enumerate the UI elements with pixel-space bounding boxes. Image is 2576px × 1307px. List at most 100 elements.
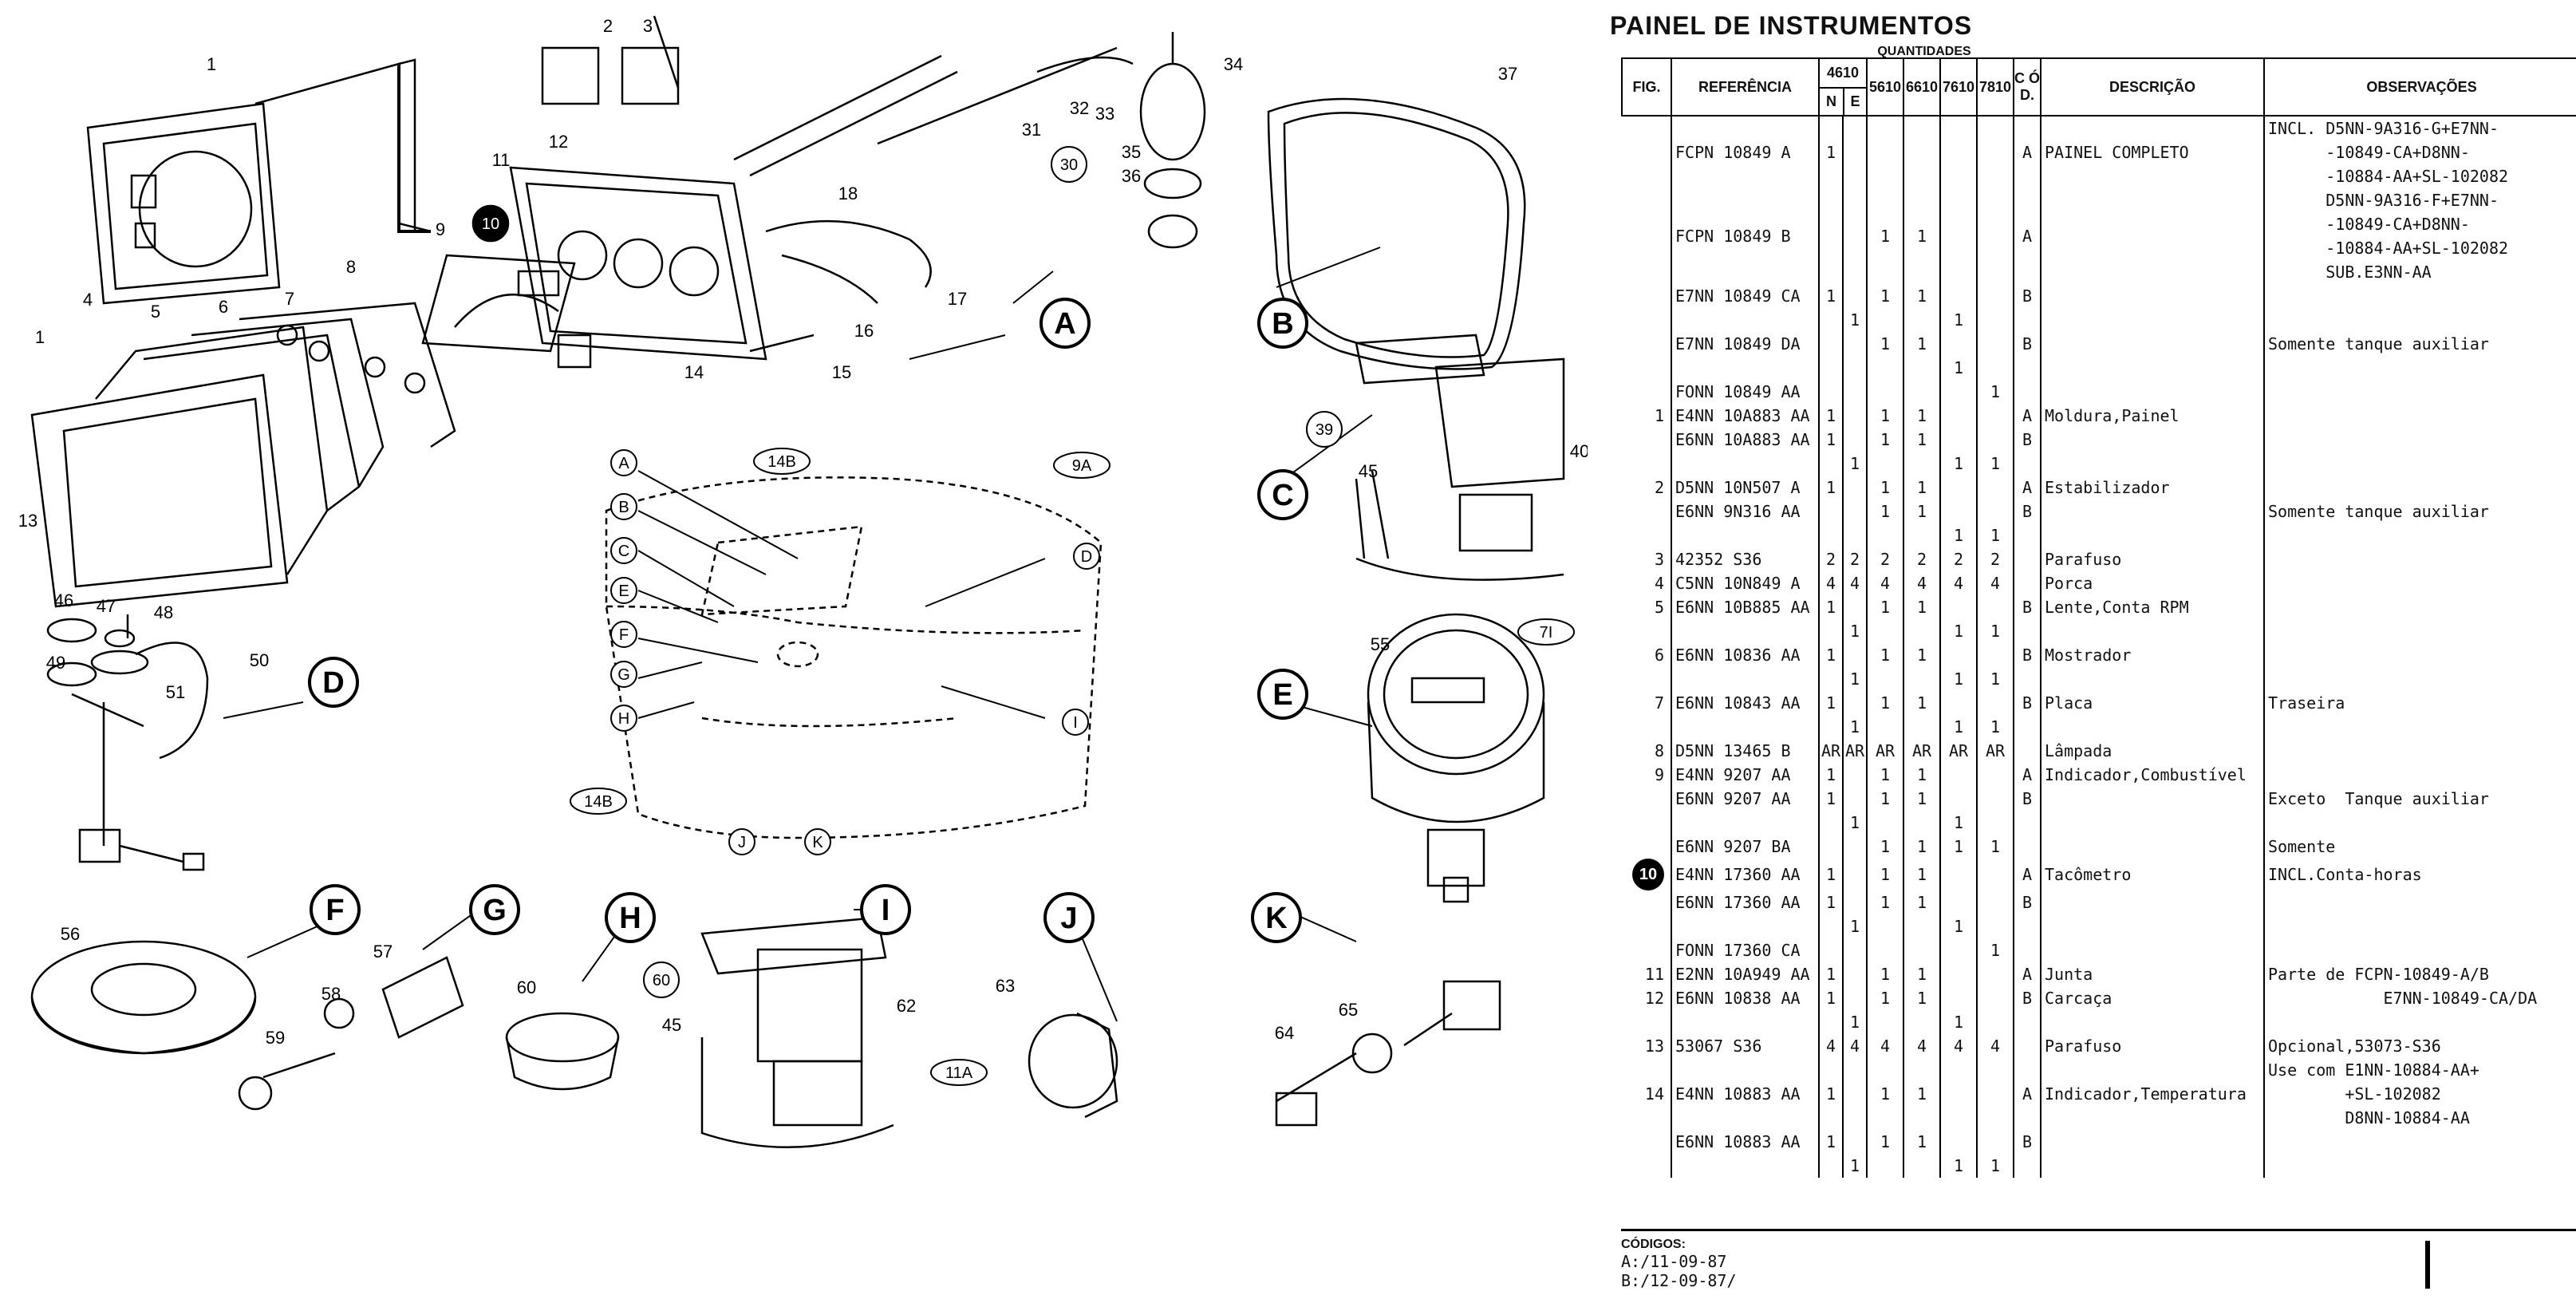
cell-qty: 1	[1903, 643, 1941, 667]
cell-qty	[1939, 500, 1978, 523]
small-callout-e: E	[618, 582, 629, 600]
cell-qty: 1	[1841, 308, 1868, 332]
cell-qty: 1	[1939, 1010, 1978, 1034]
cell-fig	[1622, 667, 1671, 691]
cell-qty	[1939, 380, 1978, 404]
cell-qty: 1	[1818, 428, 1843, 452]
cell-qty	[1903, 356, 1941, 380]
cell-qty	[1976, 859, 2014, 890]
cell-ref: FCPN 10849 B	[1671, 188, 1819, 284]
cell-qty	[1841, 643, 1868, 667]
part-38: 39	[1316, 421, 1333, 439]
cell-qty: AR	[1939, 739, 1978, 763]
cell-qty	[1939, 188, 1978, 284]
cell-fig: 13	[1644, 1037, 1664, 1056]
cell-qty	[1976, 116, 2014, 188]
part-62: 63	[996, 976, 1015, 996]
cell-qty	[1939, 859, 1978, 890]
cell-cod	[2013, 1010, 2041, 1034]
cell-ref: E6NN 10843 AA	[1671, 691, 1819, 715]
cell-qty: 1	[1841, 914, 1868, 938]
fig-highlight-badge: 10	[1632, 859, 1664, 890]
cell-qty: 4	[1866, 1034, 1904, 1058]
small-callouts	[570, 448, 1575, 1086]
cell-qty: AR	[1903, 739, 1941, 763]
cell-fig	[1622, 500, 1671, 523]
cell-qty	[1866, 452, 1904, 476]
cell-qty: 1	[1818, 787, 1843, 811]
cell-qty	[1903, 308, 1941, 332]
callout-14b-top: 14B	[767, 453, 796, 471]
part-13: 13	[18, 511, 37, 531]
cell-qty: 1	[1939, 523, 1978, 547]
cell-qty	[1818, 715, 1843, 739]
part-58: 59	[266, 1028, 285, 1048]
cell-qty: 1	[1903, 986, 1941, 1010]
col-e: E	[1843, 87, 1867, 115]
col-7610: 7610	[1939, 57, 1978, 116]
cell-qty	[1866, 667, 1904, 691]
code-a: A:/11-09-87	[1621, 1252, 1727, 1271]
part-40-i: 45	[662, 1015, 681, 1035]
col-ref: REFERÊNCIA	[1671, 57, 1820, 116]
cell-qty: 1	[1866, 890, 1904, 914]
cell-qty: 1	[1939, 452, 1978, 476]
cell-desc: Estabilizador	[2040, 476, 2265, 500]
cell-qty: 1	[1939, 835, 1978, 859]
cell-cod	[2013, 1034, 2041, 1058]
cell-desc: Lente,Conta RPM	[2040, 595, 2265, 619]
cell-qty: 1	[1976, 938, 2014, 962]
callout-g-circle	[469, 884, 520, 935]
cell-ref: 53067 S36	[1671, 1034, 1819, 1058]
cell-qty: 1	[1818, 986, 1843, 1010]
cell-qty	[1976, 763, 2014, 787]
cell-cod	[2013, 452, 2041, 476]
callout-k: K	[1265, 902, 1288, 935]
quantities-label: QUANTIDADES	[1877, 45, 1971, 58]
cell-cod	[2013, 667, 2041, 691]
cell-qty	[1841, 116, 1868, 188]
small-callout-h: H	[618, 710, 629, 728]
part-57: 58	[322, 984, 341, 1004]
cell-obs: Opcional,53073-S36	[2263, 1034, 2576, 1058]
cell-qty	[1841, 476, 1868, 500]
cell-desc	[2040, 1130, 2265, 1154]
cell-qty	[1841, 691, 1868, 715]
cell-qty	[1939, 890, 1978, 914]
callout-e: E	[1272, 678, 1292, 712]
part-36: 36	[1122, 166, 1141, 186]
cell-qty: 1	[1903, 763, 1941, 787]
cell-qty	[1903, 116, 1941, 188]
cell-qty: 1	[1903, 1058, 1941, 1130]
cell-cod	[2013, 715, 2041, 739]
cell-obs	[2263, 356, 2576, 380]
table-row: 1	[1622, 356, 2576, 380]
cell-cod: A	[2013, 859, 2041, 890]
cell-desc: Indicador,Temperatura	[2040, 1058, 2265, 1130]
part-34: 34	[1224, 54, 1243, 74]
cell-desc	[2040, 890, 2265, 914]
codes-mark	[2425, 1241, 2430, 1289]
cell-obs	[2263, 547, 2576, 571]
callout-bubbles	[308, 298, 1308, 943]
cell-fig: 14	[1644, 1084, 1664, 1104]
part-11: 11	[492, 150, 511, 170]
cell-qty: 2	[1841, 547, 1868, 571]
small-callout-i: I	[1073, 714, 1078, 732]
cell-obs	[2263, 308, 2576, 332]
col-4610-label: 4610	[1826, 65, 1860, 81]
cell-qty	[1939, 763, 1978, 787]
cell-qty: 1	[1866, 188, 1904, 284]
cell-cod: B	[2013, 595, 2041, 619]
cell-fig	[1622, 308, 1671, 332]
cell-qty	[1903, 715, 1941, 739]
cell-qty: 1	[1841, 715, 1868, 739]
